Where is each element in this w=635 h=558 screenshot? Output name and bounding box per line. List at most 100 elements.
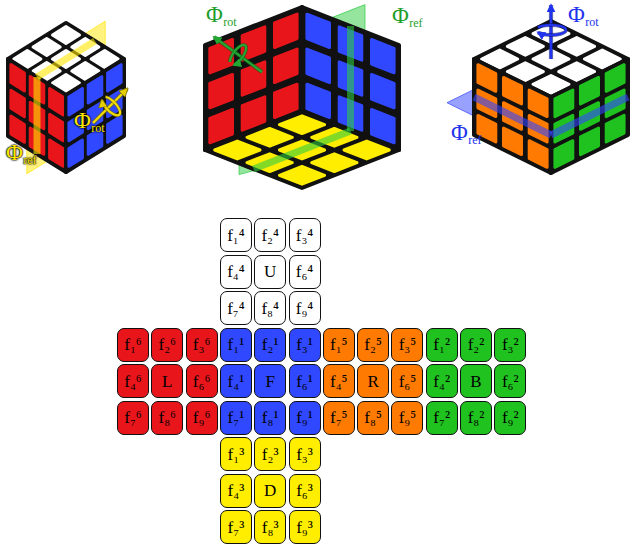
facelet-sticker: f₉¹ <box>289 401 321 435</box>
facelet-sticker: f₇⁵ <box>323 401 355 435</box>
facelet-sticker: f₆⁶ <box>186 364 218 398</box>
facelet-sticker: f₈² <box>460 401 492 435</box>
facelet-sticker: B <box>460 364 492 398</box>
angle-subscript: rot <box>223 16 236 28</box>
angle-symbol: Φ <box>568 3 585 26</box>
angle-subscript: ref <box>23 154 36 166</box>
facelet-sticker: f₃⁶ <box>186 328 218 362</box>
cube-sticker <box>279 116 324 134</box>
angle-symbol: Φ <box>451 121 468 144</box>
facelet-label: f₄² <box>433 373 450 390</box>
cube-sticker <box>504 77 522 104</box>
face-base <box>205 112 399 188</box>
facelet-sticker: f₈¹ <box>254 401 286 435</box>
facelet-label: f₂⁵ <box>364 336 382 353</box>
angle-subscript: ref <box>468 134 481 146</box>
facelet-sticker: f₂⁵ <box>357 328 389 362</box>
cube-face <box>66 59 124 172</box>
rotation-ring-arc <box>100 95 123 118</box>
facelet-sticker: f₆⁴ <box>289 255 321 289</box>
cube-sticker <box>275 14 298 47</box>
face-base <box>474 59 551 173</box>
facelet-label: f₇⁶ <box>124 409 142 426</box>
facelet-sticker: f₄⁶ <box>117 364 149 398</box>
cube-sticker <box>312 154 357 172</box>
facelet-sticker: f₈⁴ <box>254 291 286 325</box>
facelet-label: f₁² <box>433 336 450 353</box>
facelet-sticker: f₃² <box>494 328 526 362</box>
facelet-sticker: f₁¹ <box>220 328 252 362</box>
facelet-label: f₉⁶ <box>193 409 211 426</box>
facelet-sticker: f₁⁵ <box>323 328 355 362</box>
cube-face <box>474 59 551 173</box>
rotation-ring-arc <box>538 25 566 35</box>
facelet-sticker: R <box>357 364 389 398</box>
facelet-label: f₆⁴ <box>296 263 314 280</box>
cube-figure <box>205 5 399 188</box>
facelet-sticker: f₉⁴ <box>289 291 321 325</box>
facelet-label: f₇⁴ <box>227 300 245 317</box>
facelet-label: f₁⁴ <box>227 227 245 244</box>
facelet-label: f₉² <box>502 409 519 426</box>
facelet-sticker: f₉⁶ <box>186 401 218 435</box>
cube-sticker <box>559 38 595 56</box>
cube-figure <box>447 5 630 173</box>
cube-sticker <box>247 129 292 147</box>
cube-sticker <box>108 65 122 91</box>
plane-trace <box>34 77 41 154</box>
facelet-sticker: f₆² <box>494 364 526 398</box>
facelet-label: f₃⁶ <box>193 336 211 353</box>
cube-sticker <box>33 39 60 56</box>
facelet-sticker: f₄¹ <box>220 364 252 398</box>
facelet-label: f₁⁶ <box>124 336 142 353</box>
cube-sticker <box>242 97 265 130</box>
facelet-sticker: f₂⁴ <box>254 218 286 252</box>
facelet-label: f₇¹ <box>228 409 245 426</box>
cube-sticker <box>307 14 330 47</box>
facelet-label: f₄⁴ <box>227 263 245 280</box>
facelet-sticker: f₇⁶ <box>117 401 149 435</box>
facelet-label: f₂³ <box>262 446 279 463</box>
face-base <box>66 59 124 172</box>
facelet-sticker: f₆¹ <box>289 364 321 398</box>
cube-sticker <box>69 140 83 166</box>
facelet-sticker: f₂³ <box>254 437 286 471</box>
cube-sticker <box>53 27 80 44</box>
facelet-sticker: f₃⁵ <box>391 328 423 362</box>
facelet-sticker: f₂¹ <box>254 328 286 362</box>
facelet-label: f₂¹ <box>262 336 279 353</box>
rotation-ring <box>538 25 566 35</box>
facelet-sticker: f₈³ <box>254 510 286 544</box>
cube-sticker <box>50 114 64 140</box>
cube-sticker <box>372 40 395 73</box>
facelet-label: f₂⁴ <box>261 227 279 244</box>
facelet-sticker: f₂² <box>460 328 492 362</box>
facelet-label: f₂² <box>468 336 485 353</box>
facelet-sticker: f₇³ <box>220 510 252 544</box>
cube-sticker <box>11 90 25 116</box>
facelet-sticker: f₄³ <box>220 474 252 508</box>
facelet-label: f₈³ <box>262 519 279 536</box>
facelet-label: f₆² <box>502 373 519 390</box>
cube-sticker <box>279 167 324 185</box>
facelet-sticker: f₉² <box>494 401 526 435</box>
cube-sticker <box>372 75 395 108</box>
cube-sticker <box>555 141 573 168</box>
cube-sticker <box>11 65 25 91</box>
plane-trace <box>347 26 354 131</box>
facelet-label: L <box>162 373 172 390</box>
facelet-label: f₃⁵ <box>399 336 417 353</box>
cube-sticker <box>504 128 522 155</box>
angle-symbol: Φ <box>392 4 409 27</box>
cube-sticker <box>372 110 395 143</box>
rotation-ring <box>100 95 123 118</box>
facelet-label: f₈¹ <box>262 409 279 426</box>
facelet-label: f₁³ <box>228 446 245 463</box>
facelet-label: f₄¹ <box>228 373 245 390</box>
cube-sticker <box>529 90 547 117</box>
facelet-label: f₁¹ <box>228 336 245 353</box>
facelet-sticker: f₉⁵ <box>391 401 423 435</box>
cube-face <box>551 59 628 173</box>
facelet-label: f₃¹ <box>296 336 313 353</box>
facelet-label: f₉⁵ <box>399 409 417 426</box>
